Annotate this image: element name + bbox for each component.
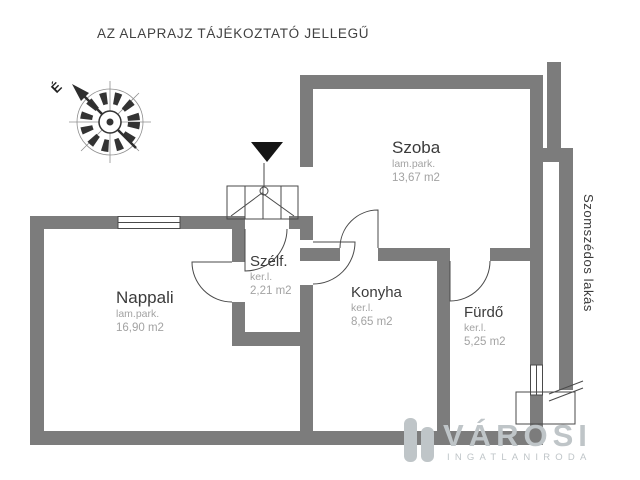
entrance-steps <box>226 163 299 220</box>
neighbor-apartment-label: Szomszédos lakás <box>581 194 596 312</box>
wall-nappali-top-a <box>30 216 118 229</box>
watermark-bar-2 <box>421 427 434 462</box>
wall-konyha-left-c <box>300 346 313 431</box>
room-area-szoba: 13,67 m2 <box>392 172 440 184</box>
room-label-nappali: Nappali lam.park. 16,90 m2 <box>116 288 174 335</box>
wall-neighbor-top <box>547 62 561 155</box>
wall-konyha-left-b <box>300 285 313 332</box>
wall-szoba-top <box>300 75 543 89</box>
step-direction-lines <box>230 192 295 217</box>
room-label-szoba: Szoba lam.park. 13,67 m2 <box>392 138 440 185</box>
room-label-furdo: Fürdő ker.l. 5,25 m2 <box>464 304 506 349</box>
door-entrance <box>244 228 288 272</box>
door-konyha <box>312 241 356 285</box>
door-nappali <box>191 261 233 303</box>
wall-interior-horizontal-c <box>490 248 543 261</box>
watermark-brand: VÁROSI <box>443 418 592 453</box>
wall-konyha-left-a <box>300 216 313 240</box>
compass-gear-ring <box>80 92 140 152</box>
wall-right-lower-a <box>530 261 543 365</box>
wall-szoba-left <box>300 89 313 167</box>
compass-rose-icon <box>69 81 151 163</box>
compass-outer-circle <box>76 88 144 156</box>
doors <box>191 209 491 303</box>
wall-konyha-furdo <box>437 261 450 431</box>
wall-interior-horizontal-b <box>378 248 450 261</box>
room-name-konyha: Konyha <box>351 284 402 301</box>
wall-szelf-bottom <box>232 332 313 346</box>
room-floor-konyha: ker.l. <box>351 302 374 314</box>
wall-right-upper <box>530 89 543 248</box>
room-label-szelf: Szélf. ker.l. 2,21 m2 <box>250 253 292 298</box>
door-szoba <box>339 209 379 249</box>
room-name-szelf: Szélf. <box>250 253 288 270</box>
compass-hub-dot <box>106 118 114 126</box>
wall-szelf-left-a <box>232 216 245 262</box>
watermark-logo-icon <box>404 418 434 462</box>
break-box <box>515 391 576 425</box>
room-name-nappali: Nappali <box>116 288 174 307</box>
wall-interior-horizontal-a <box>300 248 340 261</box>
room-area-nappali: 16,90 m2 <box>116 322 164 334</box>
watermark-bar-1 <box>404 418 417 462</box>
room-name-szoba: Szoba <box>392 138 441 157</box>
wall-break <box>515 380 584 425</box>
room-floor-szoba: lam.park. <box>392 158 436 170</box>
room-floor-furdo: ker.l. <box>464 322 487 334</box>
room-area-konyha: 8,65 m2 <box>351 316 393 328</box>
room-label-konyha: Konyha ker.l. 8,65 m2 <box>351 284 402 329</box>
room-area-furdo: 5,25 m2 <box>464 336 506 348</box>
door-furdo <box>449 260 491 302</box>
entrance-marker-icon <box>251 142 283 162</box>
watermark-tagline: INGATLANIRODA <box>447 452 592 463</box>
compass-needle-arrowhead <box>72 84 89 101</box>
windows <box>117 216 543 396</box>
room-floor-nappali: lam.park. <box>116 308 160 320</box>
disclaimer-text: AZ ALAPRAJZ TÁJÉKOZTATÓ JELLEGŰ <box>97 26 370 41</box>
entry-path-node <box>259 186 269 196</box>
break-line-2 <box>548 387 584 402</box>
wall-right-lower-b <box>530 395 543 431</box>
wall-left <box>30 216 44 445</box>
room-area-szelf: 2,21 m2 <box>250 285 292 297</box>
room-floor-szelf: ker.l. <box>250 271 273 283</box>
wall-neighbor-right <box>559 155 573 390</box>
room-name-furdo: Fürdő <box>464 304 504 321</box>
